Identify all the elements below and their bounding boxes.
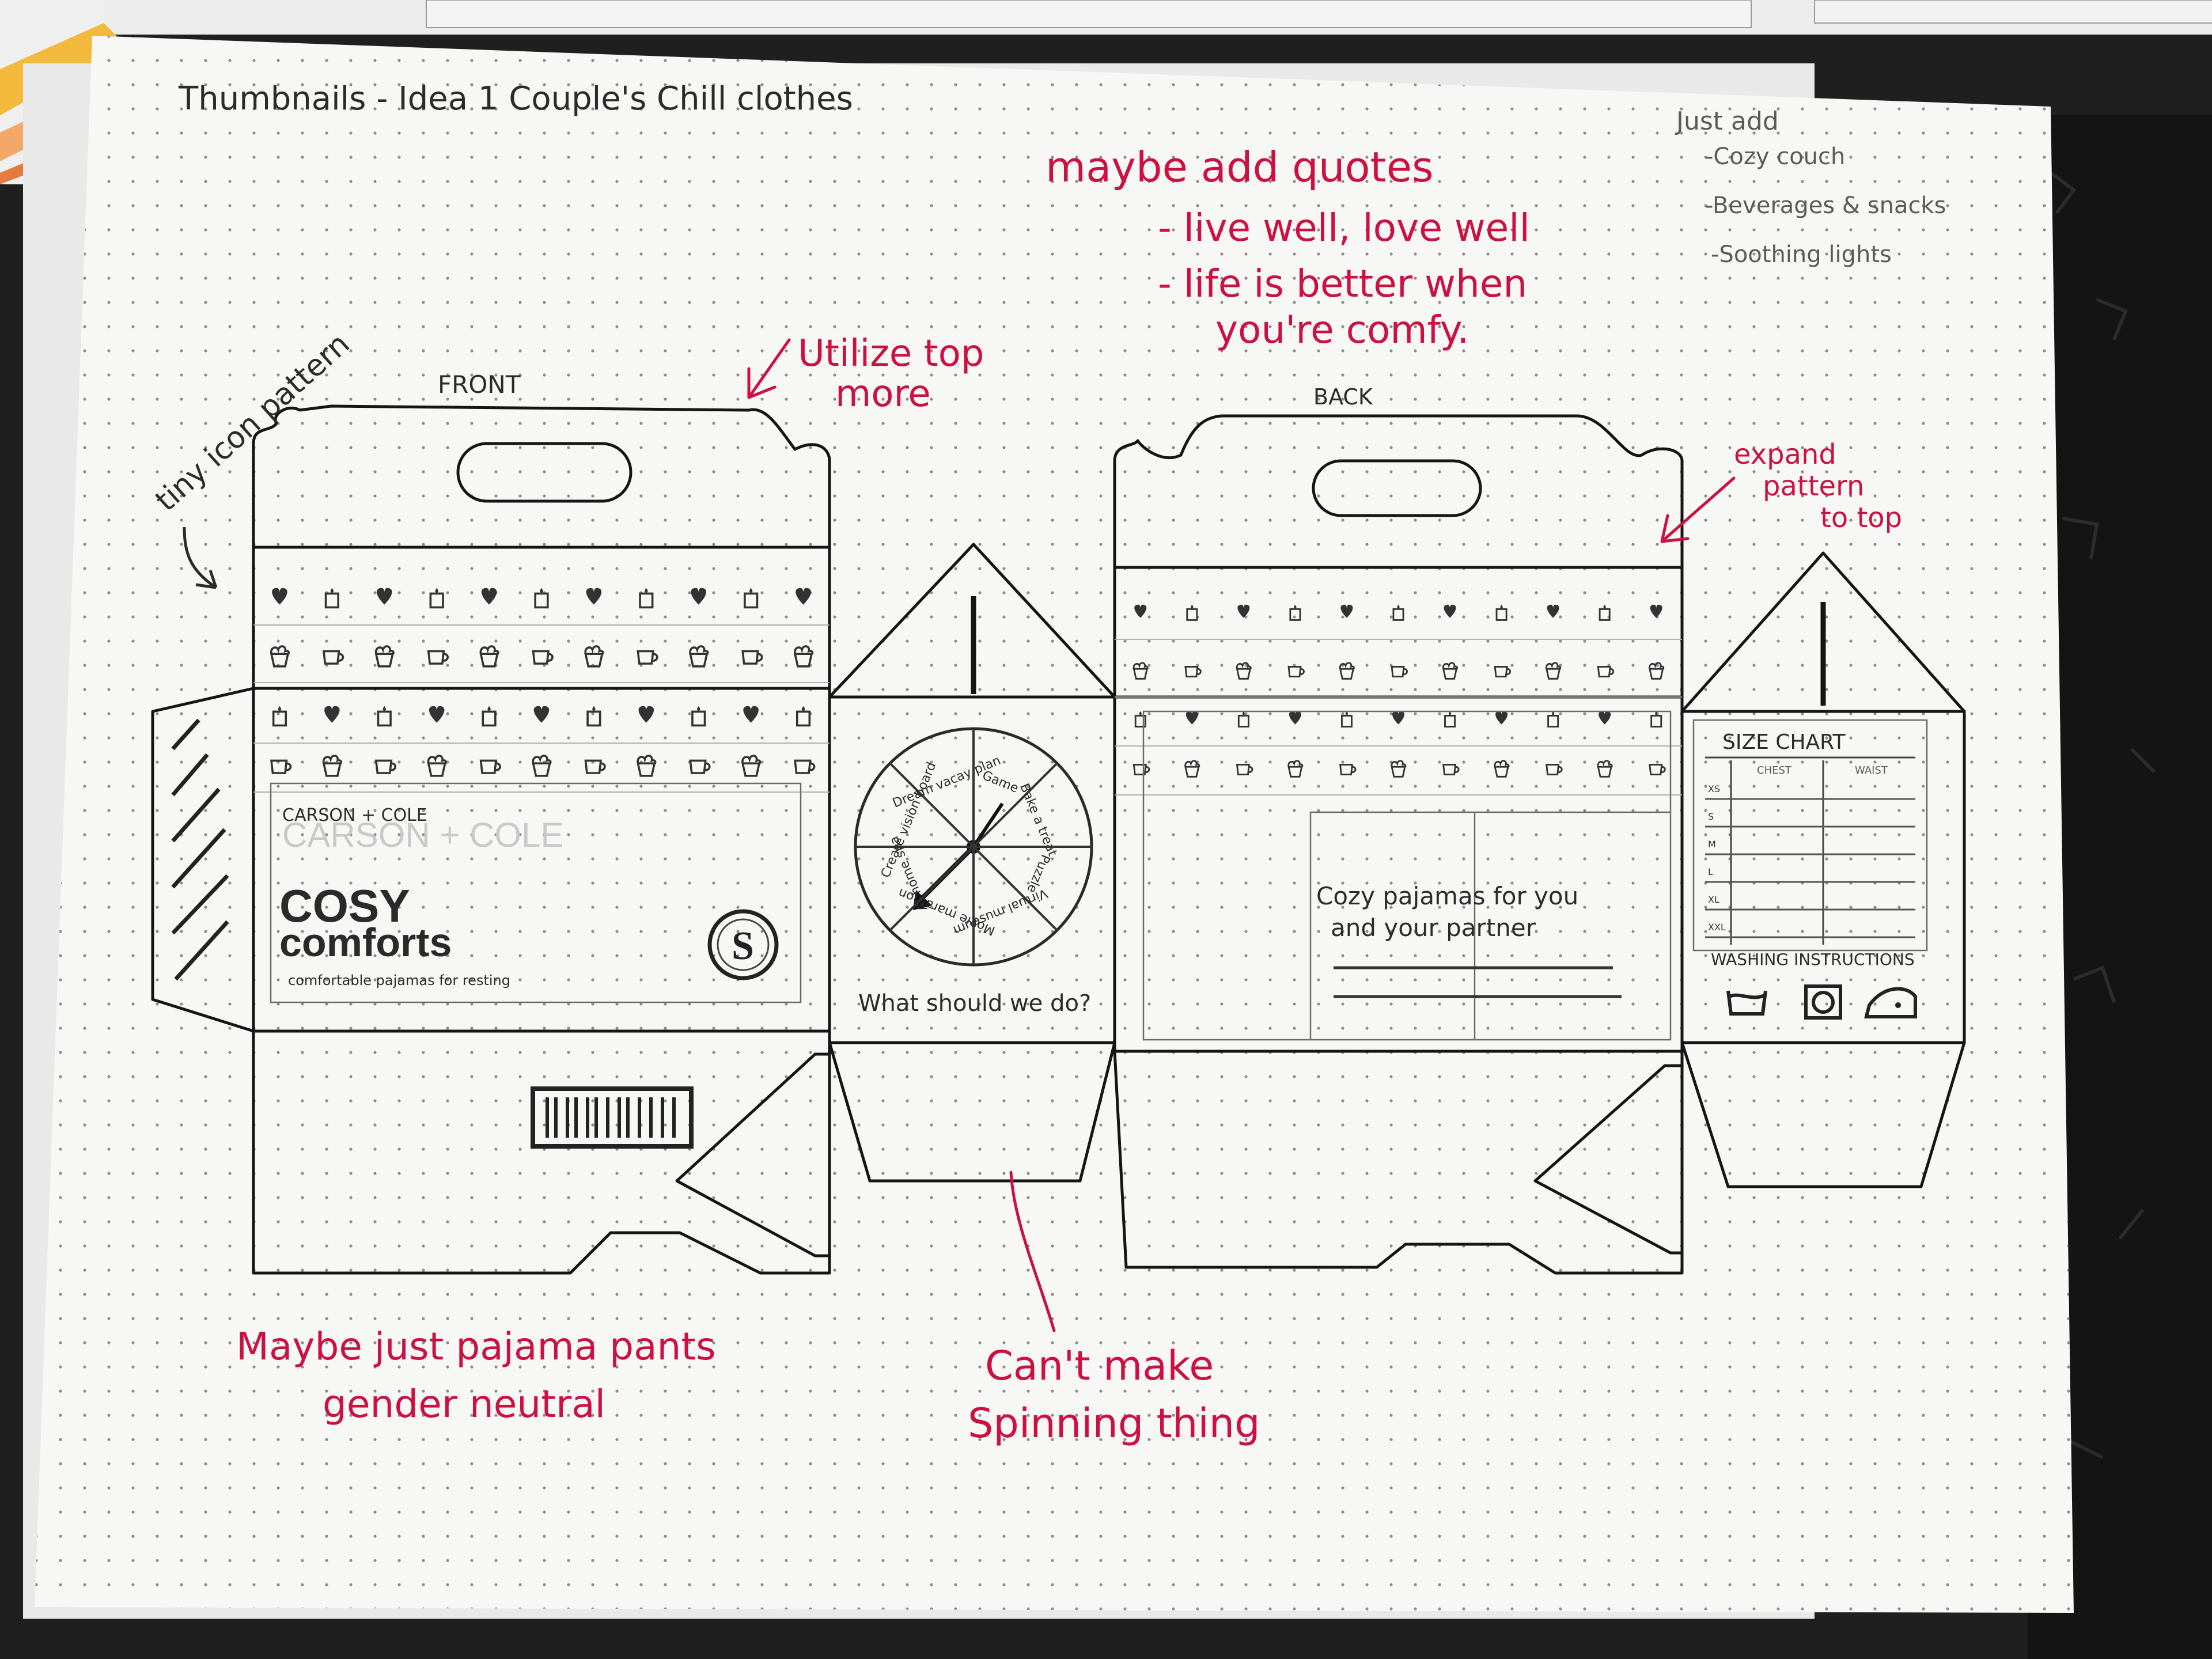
size-col-waist: WAIST xyxy=(1855,764,1888,777)
note-quote-2b: you're comfy. xyxy=(1215,308,1469,352)
brand-small: CARSON + COLE xyxy=(282,805,427,825)
note-utilize-1: Utilize top xyxy=(798,332,984,375)
product-tagline: comfortable pajamas for resting xyxy=(288,972,510,988)
size-row-label: XS xyxy=(1708,783,1720,794)
sketch-sheet xyxy=(35,36,2074,1613)
front-icon-pattern xyxy=(253,586,830,793)
glue-flap-hatch xyxy=(171,718,229,981)
wash-icon xyxy=(1726,990,1767,1016)
arrow-icon-pattern xyxy=(183,527,218,589)
just-add-item-3: -Soothing lights xyxy=(1711,241,1892,268)
note-utilize-2: more xyxy=(835,373,931,415)
product-name-line2: comforts xyxy=(279,920,452,965)
note-expand-3: to top xyxy=(1820,502,1902,534)
size-row-label: XXL xyxy=(1708,922,1726,933)
note-quote-2a: - life is better when xyxy=(1158,262,1527,306)
seal-letter: S xyxy=(732,924,754,968)
just-add-item-1: -Cozy couch xyxy=(1705,143,1845,170)
note-spin-1: Can't make xyxy=(985,1342,1214,1389)
back-handle-hole xyxy=(1312,459,1482,517)
arrow-expand xyxy=(1660,476,1736,543)
front-brand-area: CARSON + COLE CARSON + COLE COSY comfort… xyxy=(270,782,802,1003)
note-spin-2: Spinning thing xyxy=(968,1400,1260,1447)
washing-instructions: WASHING INSTRUCTIONS xyxy=(1711,950,1915,969)
spinner-question: What should we do? xyxy=(858,990,1091,1017)
sheet-title: Thumbnails - Idea 1 Couple's Chill cloth… xyxy=(178,80,853,118)
just-add-notes: Just add -Cozy couch -Beverages & snacks… xyxy=(1675,107,1946,268)
back-copy-line1: Cozy pajamas for you xyxy=(1316,882,1578,910)
note-expand-2: pattern xyxy=(1763,470,1864,502)
note-quotes-heading: maybe add quotes xyxy=(1046,143,1434,191)
back-icon-pattern xyxy=(1115,604,1682,796)
size-col-chest: CHEST xyxy=(1757,764,1792,777)
iron-icon xyxy=(1864,987,1917,1018)
note-quote-1: - live well, love well xyxy=(1158,206,1530,250)
pointer-spin xyxy=(1009,1171,1056,1332)
note-pajama-2: gender neutral xyxy=(323,1382,605,1426)
size-row-label: XL xyxy=(1708,894,1719,905)
just-add-heading: Just add xyxy=(1675,107,1779,136)
back-copy-line2: and your partner xyxy=(1331,914,1536,942)
red-annotations: maybe add quotes - live well, love well … xyxy=(236,143,1902,1447)
dryer-icon xyxy=(1804,984,1842,1020)
product-name-line1: COSY xyxy=(279,880,410,931)
just-add-item-2: -Beverages & snacks xyxy=(1705,192,1946,219)
note-pajama-1: Maybe just pajama pants xyxy=(236,1324,716,1369)
size-row-label: L xyxy=(1708,866,1713,877)
note-expand-1: expand xyxy=(1734,438,1836,471)
size-row-label: M xyxy=(1708,839,1716,850)
size-chart-panel xyxy=(1680,710,1966,1044)
seal-badge xyxy=(707,909,779,980)
size-chart-title: SIZE CHART xyxy=(1722,730,1846,754)
back-copy-area: Cozy pajamas for you and your partner xyxy=(1142,710,1672,1041)
size-row-label: S xyxy=(1708,811,1714,822)
front-bottom-flap xyxy=(252,1029,831,1275)
arrow-utilize xyxy=(747,338,791,399)
front-handle-hole xyxy=(456,442,632,503)
label-front: FRONT xyxy=(438,370,521,399)
size-chart: SIZE CHART CHEST WAIST WASHING INSTRUCTI… xyxy=(1692,719,1928,1020)
barcode-icon xyxy=(531,1086,694,1149)
brand-faint: CARSON + COLE xyxy=(282,816,563,854)
label-back: BACK xyxy=(1313,384,1373,410)
